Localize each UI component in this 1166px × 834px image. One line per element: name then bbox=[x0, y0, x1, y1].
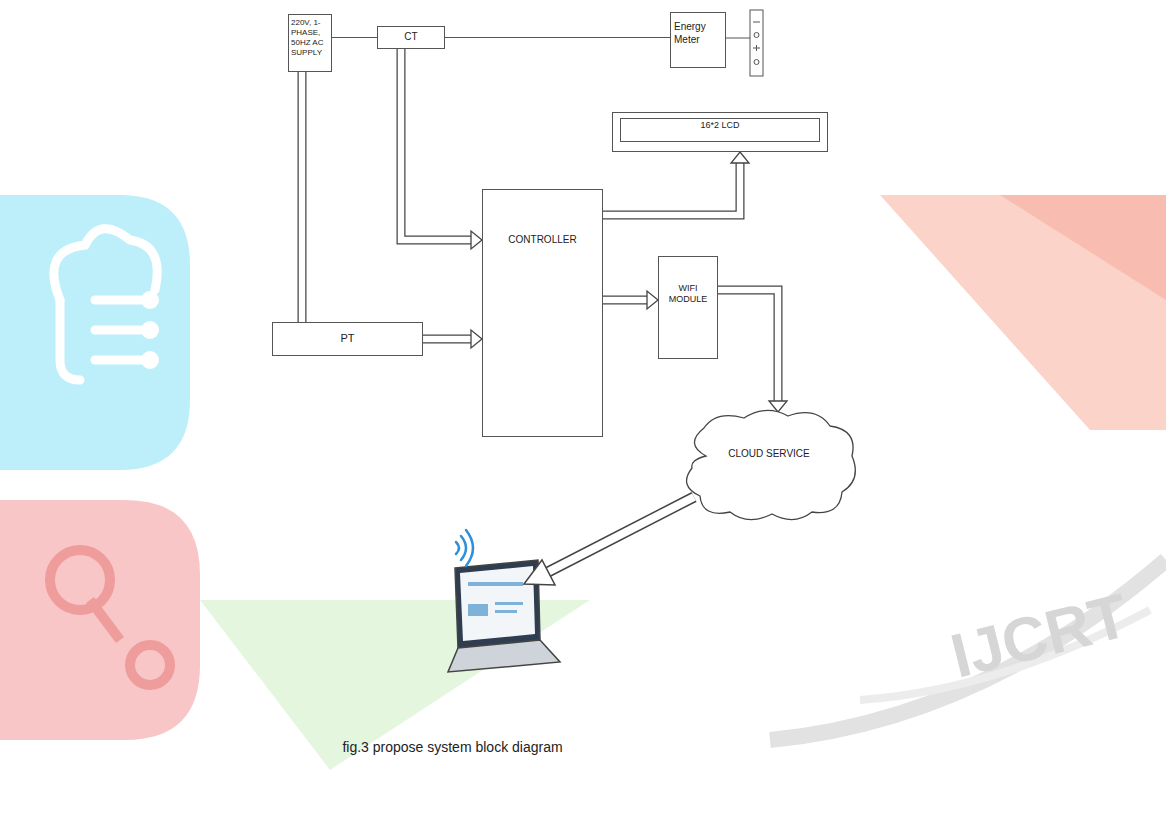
ct-box: CT bbox=[377, 26, 445, 49]
connector bbox=[718, 290, 787, 412]
node-label: 16*2 LCD bbox=[620, 118, 820, 142]
figure-caption: fig.3 propose system block diagram bbox=[0, 739, 905, 755]
cloud-shape: CLOUD SERVICE bbox=[676, 404, 862, 526]
node-label: CONTROLLER bbox=[487, 234, 598, 247]
pt-box: PT bbox=[272, 322, 423, 356]
node-label: PT bbox=[277, 332, 418, 346]
energy-meter-box: Energy Meter bbox=[670, 12, 726, 68]
wifi-module-box: WIFI MODULE bbox=[658, 256, 718, 359]
connector bbox=[603, 291, 658, 309]
watermark-text: IJCRT bbox=[944, 579, 1135, 691]
connector bbox=[423, 330, 482, 348]
node-label: CT bbox=[382, 31, 440, 44]
node-label: 220V, 1- PHASE, 50HZ AC SUPPLY bbox=[291, 18, 329, 58]
connector bbox=[603, 152, 749, 215]
node-label: CLOUD SERVICE bbox=[716, 448, 822, 461]
lcd-box: 16*2 LCD bbox=[612, 112, 828, 152]
connector bbox=[332, 37, 377, 38]
cloud-outline bbox=[676, 404, 862, 526]
connector bbox=[445, 37, 670, 38]
node-label: Energy Meter bbox=[674, 21, 722, 46]
controller-box: CONTROLLER bbox=[482, 189, 603, 437]
node-label: WIFI MODULE bbox=[663, 283, 713, 306]
supply-box: 220V, 1- PHASE, 50HZ AC SUPPLY bbox=[288, 14, 332, 72]
connector bbox=[401, 49, 482, 249]
connector bbox=[302, 72, 303, 322]
